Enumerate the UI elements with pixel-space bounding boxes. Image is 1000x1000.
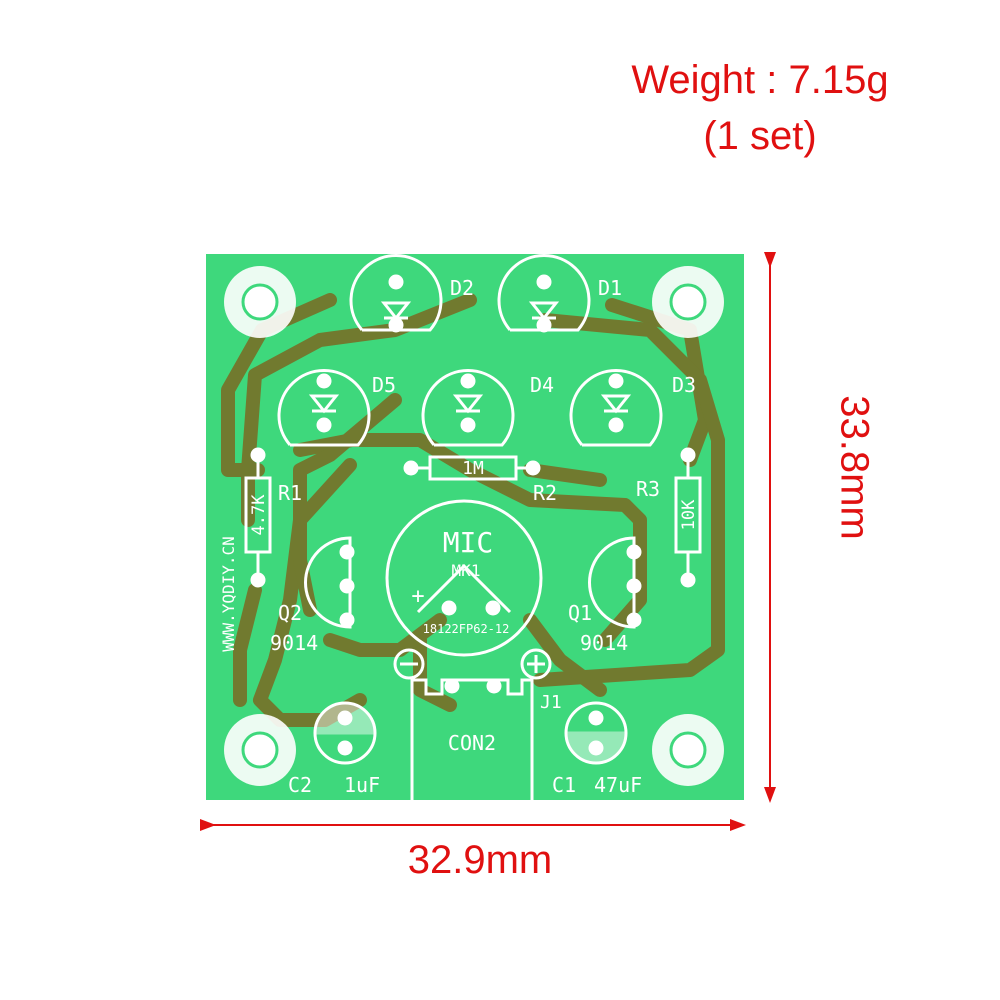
led-d4 <box>421 369 515 447</box>
microphone-footprint <box>385 499 543 657</box>
width-label: 32.9mm <box>407 838 553 882</box>
dimension-lines <box>200 252 776 831</box>
transistor-q1 <box>588 536 642 629</box>
label-c1-value: 47uF <box>594 773 642 797</box>
led-d2 <box>349 254 443 333</box>
resistor-r2 <box>403 455 541 481</box>
led-footprints <box>277 254 663 447</box>
transistor-q2 <box>304 536 355 629</box>
led-d5 <box>277 369 371 447</box>
resistor-footprints <box>244 447 702 588</box>
resistor-r1 <box>244 447 272 588</box>
led-d3 <box>569 369 663 447</box>
transistor-footprints <box>304 536 642 629</box>
silkscreen-labels: D2 D1 D5 D4 D3 R1 R2 R3 1M 4.7K 10K WWW.… <box>219 276 699 797</box>
set-label: (1 set) <box>703 114 817 158</box>
label-d1: D1 <box>598 276 622 300</box>
label-d2: D2 <box>450 276 474 300</box>
label-mic-code: 18122FP62-12 <box>423 622 510 636</box>
label-q1-type: 9014 <box>580 631 628 655</box>
label-q2: Q2 <box>278 601 302 625</box>
label-r3-value: 10K <box>679 499 699 530</box>
led-d1 <box>497 254 591 333</box>
label-d5: D5 <box>372 373 396 397</box>
label-d4: D4 <box>530 373 554 397</box>
capacitor-c1 <box>564 701 628 765</box>
label-r3: R3 <box>636 477 660 501</box>
label-q2-type: 9014 <box>270 631 318 655</box>
label-mk1: MK1 <box>452 561 481 580</box>
weight-label: Weight : 7.15g <box>631 58 889 102</box>
label-d3: D3 <box>672 373 696 397</box>
label-r2: R2 <box>533 481 557 505</box>
label-mic-plus: + <box>411 584 424 609</box>
label-c2-value: 1uF <box>344 773 380 797</box>
label-r1: R1 <box>278 481 302 505</box>
label-c2: C2 <box>288 773 312 797</box>
label-r1-value: 4.7K <box>249 494 269 536</box>
label-con2: CON2 <box>448 731 496 755</box>
label-website: WWW.YQDIY.CN <box>219 536 238 652</box>
mounting-holes <box>224 266 724 786</box>
capacitor-c2 <box>313 701 377 765</box>
label-q1: Q1 <box>568 601 592 625</box>
connector-footprint <box>393 648 552 800</box>
label-j1: J1 <box>540 692 562 713</box>
label-c1: C1 <box>552 773 576 797</box>
label-r2-value: 1M <box>462 458 484 479</box>
height-label: 33.8mm <box>832 395 877 540</box>
resistor-r3 <box>674 447 702 588</box>
capacitor-footprints <box>313 701 628 765</box>
label-mic: MIC <box>443 526 494 559</box>
